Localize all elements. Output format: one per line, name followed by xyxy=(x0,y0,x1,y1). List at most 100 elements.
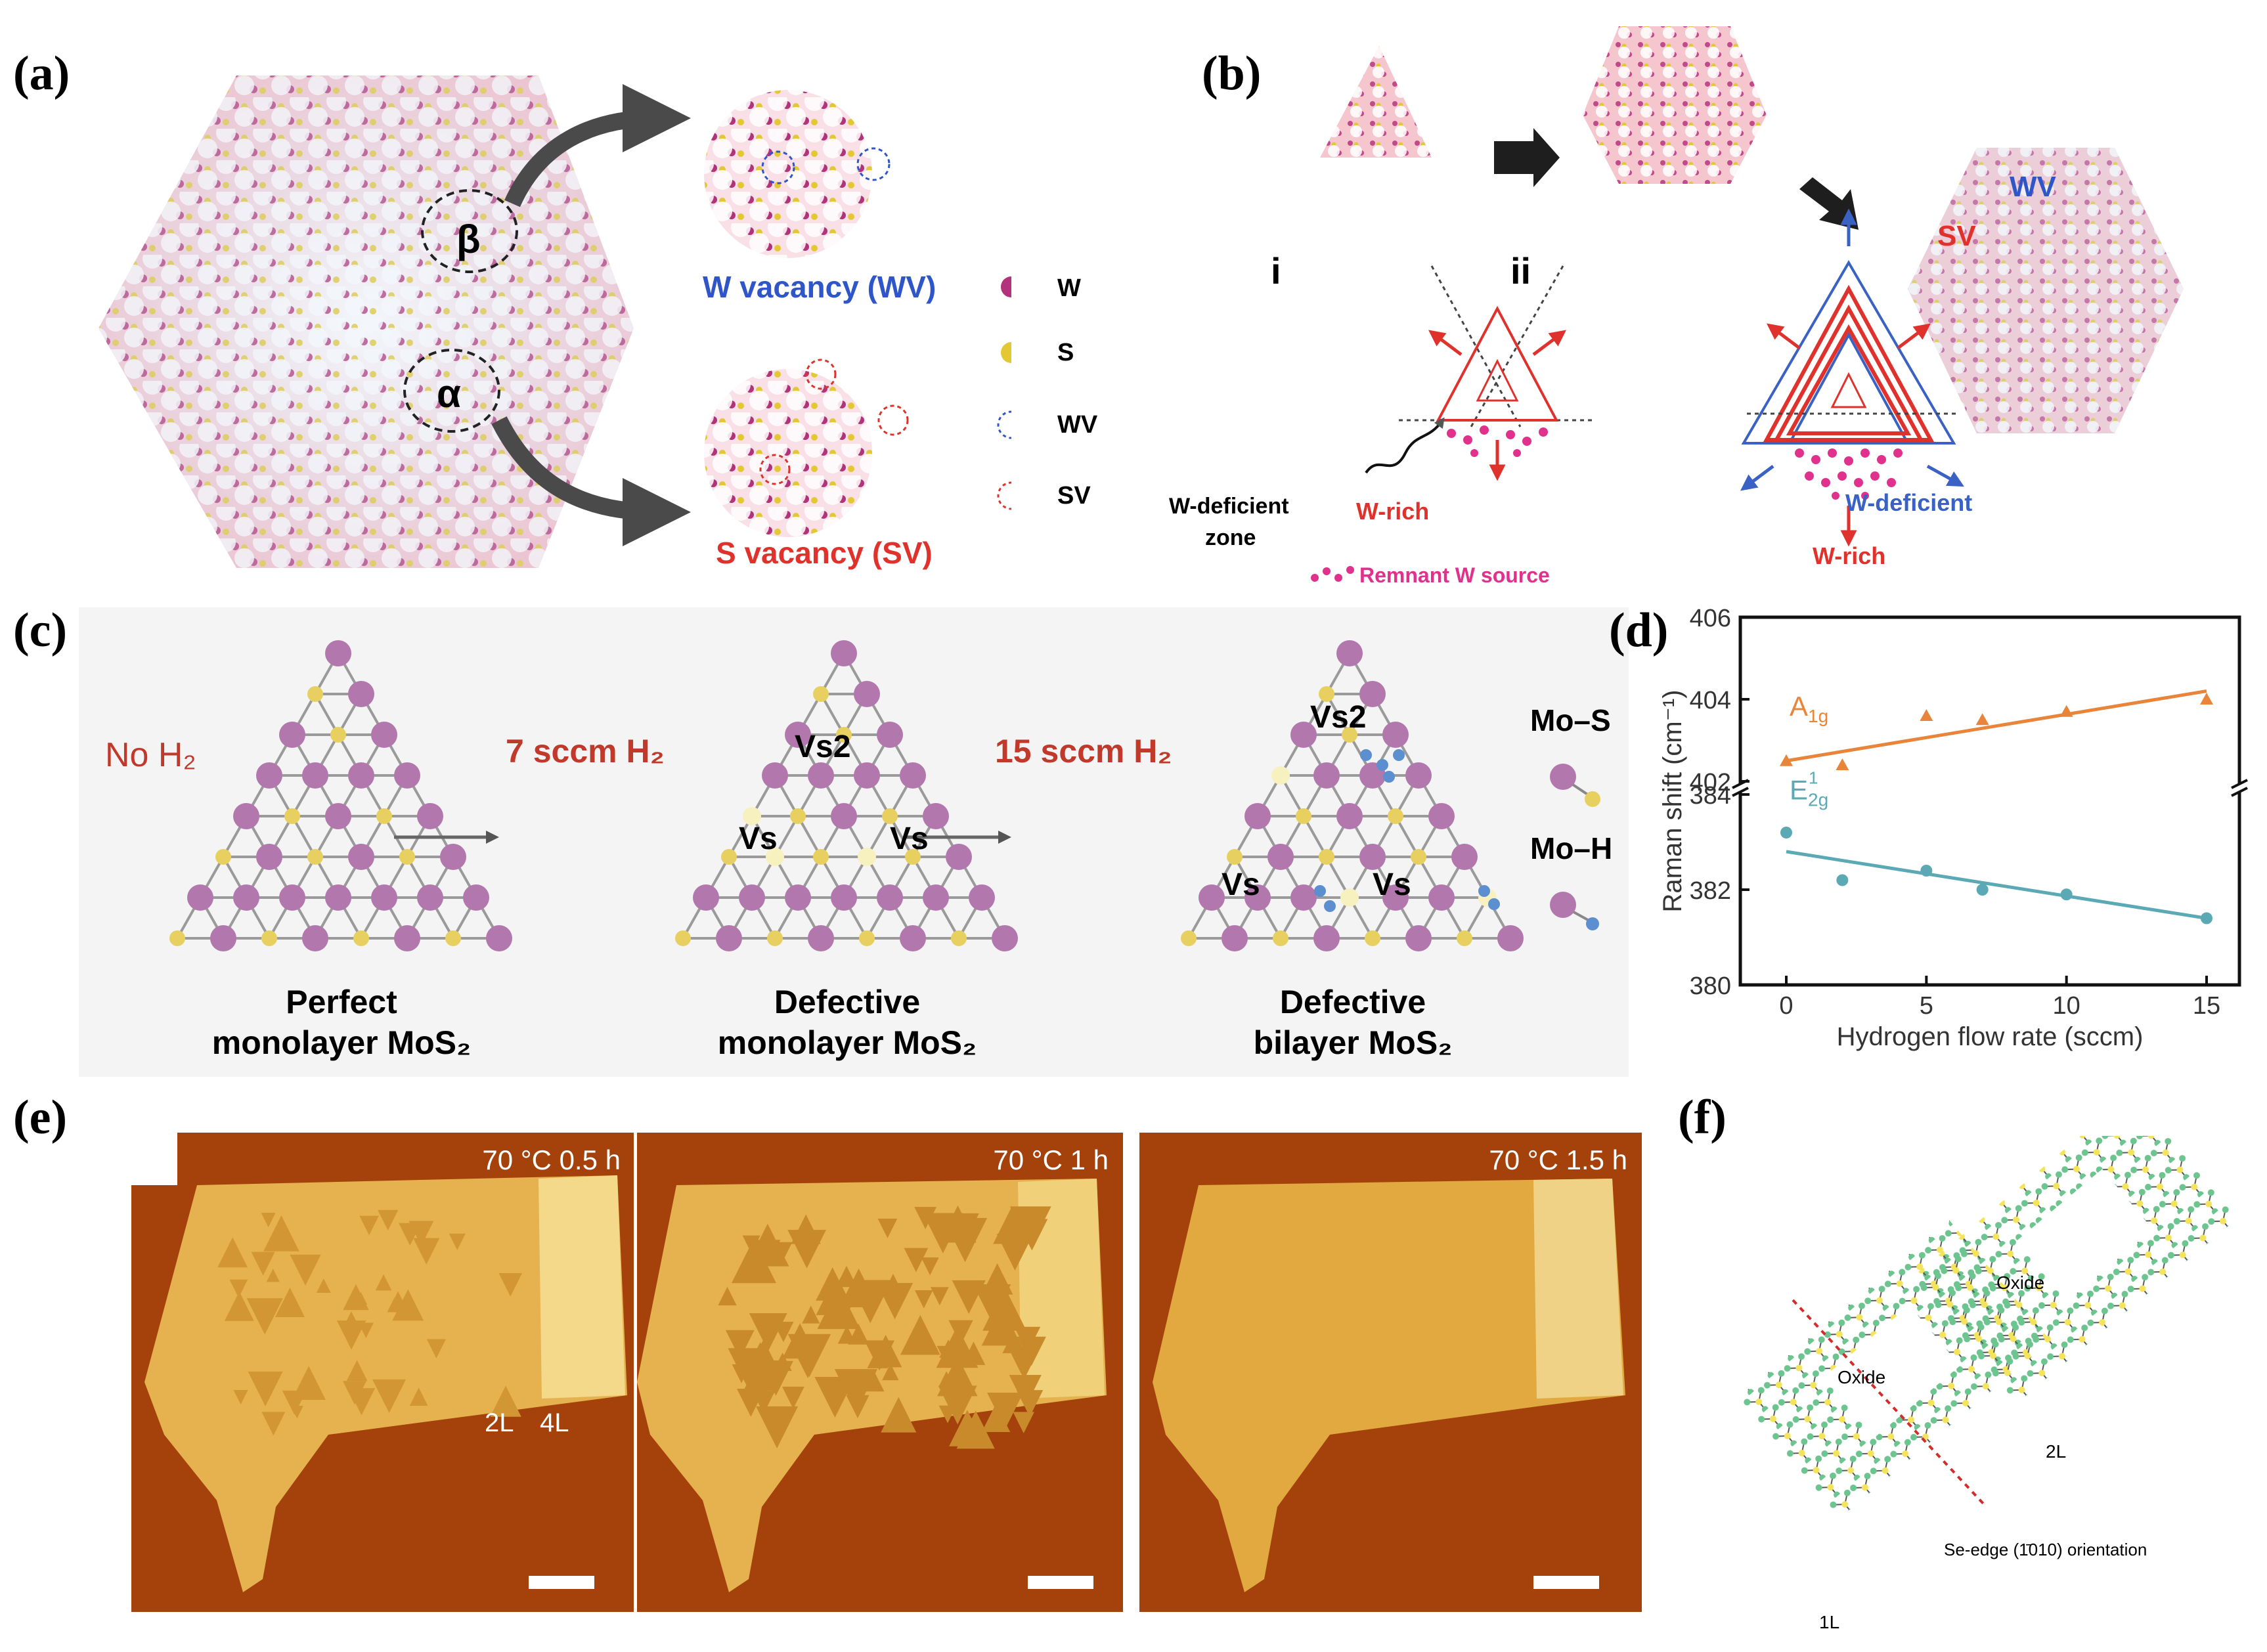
step1-label: 7 sccm H₂ xyxy=(506,733,665,770)
mo-atom xyxy=(1359,844,1386,870)
scale-bar-1 xyxy=(529,1576,594,1589)
growth-arrow-1 xyxy=(1494,128,1560,187)
afm-image-2: 70 °C 1 h xyxy=(637,1133,1123,1612)
mo-atom xyxy=(417,803,443,829)
label-4l: 4L xyxy=(540,1408,569,1437)
y-axis-label: Raman shift (cm⁻¹) xyxy=(1658,690,1687,913)
etch-triangle xyxy=(816,1280,852,1315)
x-tick-label: 15 xyxy=(2193,992,2220,1020)
panel-f-graphic xyxy=(1738,1136,2238,1519)
vs-label-1a: Vs xyxy=(739,821,778,856)
arrow-to-wv xyxy=(504,84,691,207)
mo-atom xyxy=(831,640,857,666)
schematic-ii-label: ii xyxy=(1510,250,1531,292)
mo-atom xyxy=(946,844,972,870)
data-point-e2g xyxy=(1836,874,1849,886)
h-atom xyxy=(1376,759,1388,771)
s-atom xyxy=(376,808,392,824)
mo-atom xyxy=(1428,884,1455,911)
mo-atom xyxy=(693,884,719,911)
s-atom xyxy=(215,849,231,865)
beta-label: β xyxy=(456,217,481,261)
etch-triangle xyxy=(375,1274,392,1291)
vacancy-site xyxy=(1340,888,1359,907)
alpha-label: α xyxy=(437,372,461,416)
y-tick-label: 380 xyxy=(1690,972,1731,1000)
y-tick-label: 404 xyxy=(1690,687,1731,714)
vs-label-1b: Vs xyxy=(890,821,929,856)
panel-b-graphic xyxy=(1311,26,2184,582)
etch-triangle xyxy=(848,1280,892,1324)
mo-atom xyxy=(210,925,236,951)
mo-atom xyxy=(831,884,857,911)
etch-triangle xyxy=(1016,1219,1048,1251)
afm-image-3: 70 °C 1.5 h xyxy=(1139,1133,1642,1612)
s-atom xyxy=(1319,686,1334,702)
etch-triangle xyxy=(882,1363,899,1381)
legend-mo-h-label: Mo–H xyxy=(1530,831,1613,865)
etch-triangle xyxy=(921,1257,939,1276)
vacancy-site xyxy=(858,848,876,866)
etch-triangle xyxy=(1009,1374,1042,1408)
mo-atom xyxy=(831,803,857,829)
mo-atom xyxy=(1336,640,1363,666)
x-tick-label: 0 xyxy=(1779,992,1793,1020)
s-atom xyxy=(1319,849,1334,865)
etch-triangle xyxy=(347,1388,376,1416)
legend-mo-s-label: Mo–S xyxy=(1530,703,1611,737)
mo-atom xyxy=(233,803,259,829)
axis-break-mark xyxy=(1732,787,1749,797)
caption-perfect-line1: Perfect xyxy=(286,984,397,1020)
afm-flake-3 xyxy=(1153,1179,1625,1592)
panel-label-d: (d) xyxy=(1609,603,1669,657)
mo-atom xyxy=(762,762,788,789)
mo-atom xyxy=(348,844,374,870)
mo-atom xyxy=(1428,803,1455,829)
schematic-i-label: i xyxy=(1271,250,1281,292)
mo-atom xyxy=(1359,681,1386,707)
data-point-e2g xyxy=(2201,912,2212,924)
legend-wv-label: WV xyxy=(1057,411,1098,439)
mo-atom xyxy=(1382,884,1409,911)
etch-triangle xyxy=(399,1223,422,1246)
sv-caption: S vacancy (SV) xyxy=(716,536,933,570)
etch-triangle xyxy=(246,1298,283,1335)
s-atom xyxy=(790,808,806,824)
mo-atom xyxy=(486,925,512,951)
y-tick-label: 384 xyxy=(1690,782,1731,810)
s-atom xyxy=(353,930,369,946)
etch-triangle xyxy=(251,1251,275,1276)
no-h2-label: No H₂ xyxy=(105,736,196,774)
mo-atom xyxy=(394,762,420,789)
panel-c-graphic xyxy=(169,640,1600,951)
s-atom xyxy=(1227,849,1243,865)
etch-triangle xyxy=(290,1406,303,1419)
caption-defective-mono-line2: monolayer MoS₂ xyxy=(717,1024,977,1061)
etch-triangle xyxy=(261,1212,276,1228)
legend-w-atom xyxy=(1001,276,1011,297)
etch-triangle xyxy=(336,1320,366,1350)
etch-triangle xyxy=(372,1379,407,1413)
s-atom xyxy=(1388,808,1403,824)
s-atom xyxy=(445,930,461,946)
etch-triangle xyxy=(731,1238,777,1284)
mo-atom xyxy=(969,884,995,911)
edge-line xyxy=(1792,1299,1985,1505)
etch-triangle xyxy=(904,1248,929,1272)
etch-triangle xyxy=(292,1366,326,1400)
etch-triangle xyxy=(413,1238,440,1265)
mo-atom xyxy=(1222,925,1248,951)
h-atom xyxy=(1314,885,1326,897)
wv-caption: W vacancy (WV) xyxy=(703,270,936,304)
s-atom xyxy=(1296,808,1311,824)
panel-label-f: (f) xyxy=(1678,1091,1727,1144)
etch-triangle xyxy=(266,1269,280,1282)
y-tick-label: 406 xyxy=(1690,605,1731,632)
s-atom xyxy=(307,686,323,702)
etch-triangle xyxy=(782,1323,818,1359)
fit-line-0 xyxy=(1786,689,2207,763)
w-deficient-zone-label-2: zone xyxy=(1205,525,1256,550)
etch-triangle xyxy=(837,1325,856,1344)
axis-break-mark xyxy=(2231,779,2248,789)
mo-atom xyxy=(371,722,397,748)
